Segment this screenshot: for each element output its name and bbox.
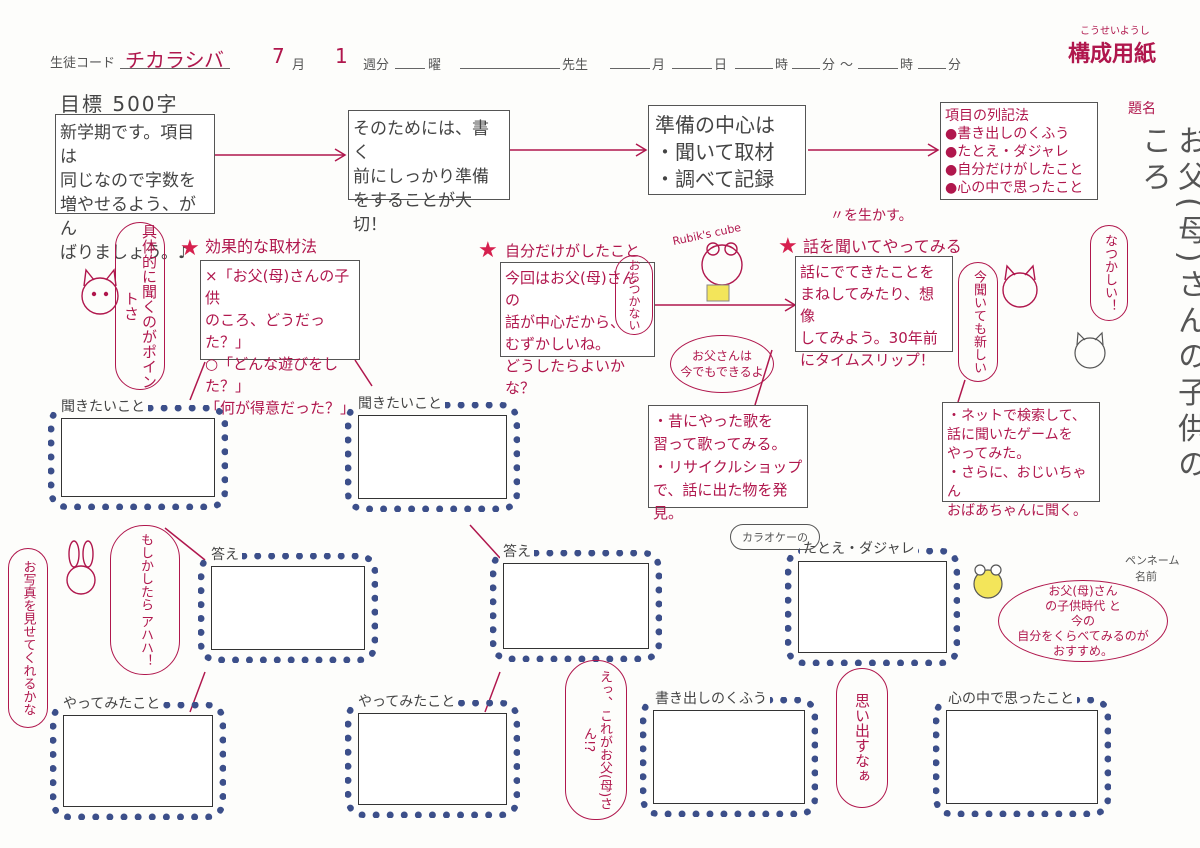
bubble-maybe-text: もしかしたら アハハ！ xyxy=(138,532,153,668)
frame-pun xyxy=(785,548,960,666)
bubble-remember: 思い出すなぁ xyxy=(836,668,888,808)
minute-underline xyxy=(792,54,820,69)
star-icon: ★ xyxy=(778,234,798,259)
sheet-title: 構成用紙 xyxy=(1068,42,1157,67)
student-code-underline xyxy=(120,54,230,69)
tilde: ～ xyxy=(840,58,854,73)
student-code-label: 生徒コード xyxy=(50,56,116,71)
week-value: 1 xyxy=(335,44,348,68)
sheet-title-ruby: こうせいようし xyxy=(1080,26,1150,37)
month2-underline xyxy=(610,54,650,69)
hour2-underline xyxy=(858,54,898,69)
star-icon: ★ xyxy=(180,236,200,261)
star-icon: ★ xyxy=(478,238,498,263)
bubble-karaoke: カラオケーの xyxy=(730,524,820,550)
frame-answer-2-label: 答え xyxy=(500,541,534,561)
day-unit: 曜 xyxy=(428,58,442,73)
bubble-fresh: 今聞いても新しい xyxy=(958,262,998,382)
listen-try-body: 話にでてきたことを まねしてみたり、想像 してみよう。30年前 にタイムスリップ… xyxy=(795,256,953,369)
minute2-underline xyxy=(918,54,946,69)
frame-tried-1-label: やってみたこと xyxy=(60,693,164,713)
frame-heart xyxy=(933,697,1111,817)
bubble-maybe: もしかしたら アハハ！ xyxy=(110,525,180,675)
frame-answer-2 xyxy=(490,550,662,662)
effective-interview-heading: 効果的な取材法 xyxy=(205,237,318,256)
frame-heart-label: 心の中で思ったこと xyxy=(945,688,1077,708)
goal-box-3: 準備の中心は ・聞いて取材 ・調べて記録 xyxy=(648,105,806,195)
bubble-karaoke-text: カラオケーの xyxy=(742,531,808,544)
title-label: 題名 xyxy=(1128,101,1156,117)
cat-outline-icon xyxy=(1074,331,1106,369)
frame-ask-2-label: 聞きたいこと xyxy=(355,393,445,413)
rabbit-doodle-icon xyxy=(66,540,96,595)
minute-unit: 分 xyxy=(822,58,836,73)
frame-answer-1 xyxy=(198,553,378,663)
listen-try-heading: 話を聞いてやってみる xyxy=(803,237,962,256)
frame-pun-label: たとえ・ダジャレ xyxy=(800,538,918,558)
song-body: ・昔にやった歌を 習って歌ってみる。 ・リサイクルショップ で、話に出た物を発見… xyxy=(648,405,808,522)
frame-ask-2 xyxy=(345,402,520,512)
frame-opening-label: 書き出しのくふう xyxy=(652,688,770,708)
teacher-unit: 先生 xyxy=(562,58,589,73)
frame-tried-2 xyxy=(345,700,520,818)
minute2-unit: 分 xyxy=(948,58,962,73)
bubble-dad-now: お父さんは 今でもできるよ xyxy=(670,335,774,393)
cat-doodle-icon xyxy=(81,268,119,315)
vertical-title: お父(母)さんの子供のころ xyxy=(1136,125,1200,485)
bubble-concrete-text: 具体的に聞くのがポイントさ xyxy=(122,223,158,389)
frog-doodle-2-icon xyxy=(973,564,1003,599)
teacher-underline xyxy=(460,54,560,69)
goal-label: 目標 500字 xyxy=(60,92,179,116)
bubble-is-this: えっ、これがお父(母)さん!? xyxy=(565,660,627,820)
frame-ask-1-label: 聞きたいこと xyxy=(58,396,148,416)
goal-box-2: そのためには、書く 前にしっかり準備 をすることが大切！ xyxy=(348,110,510,235)
hour2-unit: 時 xyxy=(900,58,914,73)
bubble-dad-now-text: お父さんは 今でもできるよ xyxy=(680,349,764,379)
listen-try-sub: 〃を生かす。 xyxy=(830,208,913,224)
only-me-body: 今回はお父(母)さんの 話が中心だから、 むずかしいね。 どうしたらよいかな？ xyxy=(500,262,655,397)
cat-doodle-2-icon xyxy=(1002,264,1038,308)
frame-tried-2-label: やってみたこと xyxy=(355,691,459,711)
hour-unit: 時 xyxy=(775,58,789,73)
bubble-fresh-text: 今聞いても新しい xyxy=(971,270,986,374)
month-value: 7 xyxy=(272,44,285,68)
effective-interview-body: ×「お父(母)さんの子供 のころ、どうだった？」 ○「どんな遊びをした？」 「何… xyxy=(200,260,360,417)
bubble-show-photo: お写真を見せてくれるかな xyxy=(8,548,48,728)
frame-answer-1-label: 答え xyxy=(208,544,242,564)
frame-tried-1 xyxy=(50,702,226,820)
frame-opening xyxy=(640,697,818,817)
goal-box-4: 項目の列記法 ●書き出しのくふう ●たとえ・ダジャレ ●自分だけがしたこと ●心… xyxy=(940,102,1098,200)
internet-body: ・ネットで検索して、 話に聞いたゲームを やってみた。 ・さらに、おじいちゃん … xyxy=(942,402,1100,519)
hour-underline xyxy=(735,54,773,69)
week-unit: 週分 xyxy=(363,58,390,73)
bubble-calm: おちつかない xyxy=(615,255,653,335)
name-label: 名前 xyxy=(1135,570,1157,583)
month2-unit: 月 xyxy=(652,58,666,73)
frame-ask-1 xyxy=(48,405,228,510)
bubble-nostalgic: なつかしい！ xyxy=(1090,225,1128,321)
only-me-heading: 自分だけがしたこと xyxy=(505,242,641,260)
day2-underline xyxy=(672,54,712,69)
bubble-remember-text: 思い出すなぁ xyxy=(853,693,871,783)
bubble-show-photo-text: お写真を見せてくれるかな xyxy=(20,560,36,716)
penname-label: ペンネーム xyxy=(1125,554,1180,567)
bubble-compare-text: お父(母)さん の子供時代 と 今の 自分をくらべてみるのが おすすめ。 xyxy=(1017,583,1149,658)
month-unit: 月 xyxy=(292,58,306,73)
bubble-compare: お父(母)さん の子供時代 と 今の 自分をくらべてみるのが おすすめ。 xyxy=(998,580,1168,662)
day-underline xyxy=(395,54,425,69)
day2-unit: 日 xyxy=(714,58,728,73)
goal-box-1: 新学期です。項目は 同じなので字数を 増やせるよう、がん ばりましょう。♪ xyxy=(55,114,215,263)
bubble-nostalgic-text: なつかしい！ xyxy=(1102,234,1117,312)
bubble-is-this-text: えっ、これがお父(母)さん!? xyxy=(581,669,612,811)
frog-doodle-icon xyxy=(701,242,743,302)
bubble-calm-text: おちつかない xyxy=(627,259,641,331)
